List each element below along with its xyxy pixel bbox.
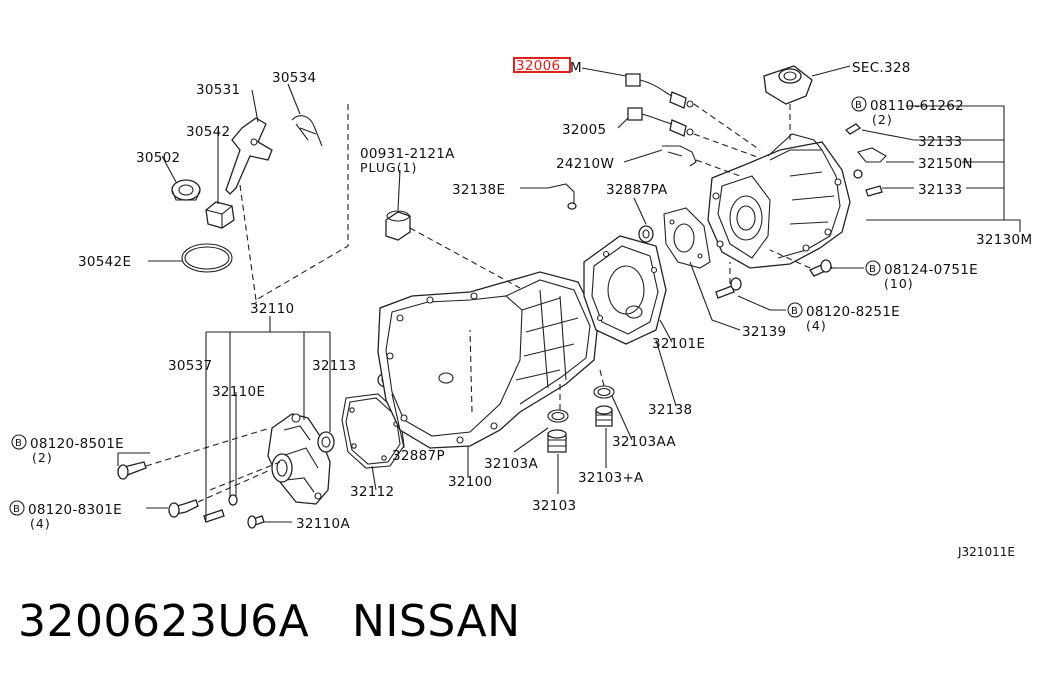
highlight-box xyxy=(513,57,571,73)
bolt-32133-lower xyxy=(865,185,883,197)
sensor-32005 xyxy=(627,107,694,137)
shift-fork-30531 xyxy=(225,117,273,195)
bolt-symbol-3 xyxy=(787,302,803,318)
label-32101E: 32101E xyxy=(652,336,705,352)
shift-fork-30534 xyxy=(291,115,323,147)
washer-32103A xyxy=(547,409,569,423)
label-08110-61262: 08110-61262 xyxy=(870,98,964,114)
bolt-symbol-2 xyxy=(865,260,881,276)
bolt-symbol-4 xyxy=(11,434,27,450)
label-24210W: 24210W xyxy=(556,156,614,172)
label-32113: 32113 xyxy=(312,358,356,374)
label-32138E: 32138E xyxy=(452,182,505,198)
label-32103: 32103 xyxy=(532,498,576,514)
label-30542: 30542 xyxy=(186,124,230,140)
label-08124-0751E: 08124-0751E xyxy=(884,262,978,278)
breather-32138E xyxy=(547,183,577,210)
label-08120-8251E: 08120-8251E xyxy=(806,304,900,320)
gasket-32139 xyxy=(663,207,711,269)
bolt-08120-8251E xyxy=(715,277,742,299)
label-30531: 30531 xyxy=(196,82,240,98)
shift-block-30542 xyxy=(205,201,235,229)
label-08110-qty: (2) xyxy=(872,112,893,127)
label-08124-qty: (10) xyxy=(884,276,914,291)
bolt-symbol-4-text: B xyxy=(15,438,22,449)
drawing-code: J321011E xyxy=(957,545,1015,559)
rear-case-32130M xyxy=(707,133,851,269)
extension-housing-32110 xyxy=(267,413,331,505)
label-32110A: 32110A xyxy=(296,516,350,532)
filler-plug-32103pA xyxy=(595,405,613,427)
sensor-32006M xyxy=(625,73,694,109)
leader-lines xyxy=(117,65,1021,523)
label-32100: 32100 xyxy=(448,474,492,490)
label-32138: 32138 xyxy=(648,402,692,418)
label-32130M: 32130M xyxy=(976,232,1032,248)
label-32133-b: 32133 xyxy=(918,182,962,198)
label-32133-a: 32133 xyxy=(918,134,962,150)
bolt-symbol-1-text: B xyxy=(855,100,862,111)
footer-part-number: 3200623U6A xyxy=(18,596,310,647)
shift-tower-sec328 xyxy=(763,65,813,105)
bolt-symbol-2-text: B xyxy=(869,264,876,275)
label-32110E: 32110E xyxy=(212,384,265,400)
label-30534: 30534 xyxy=(272,70,316,86)
bolt-08124-0751E xyxy=(809,259,833,277)
label-08120-8301E: 08120-8301E xyxy=(28,502,122,518)
bolt-symbol-1 xyxy=(851,96,867,112)
bolt-symbol-5 xyxy=(9,500,25,516)
label-32103AA: 32103AA xyxy=(612,434,676,450)
bracket-32150N xyxy=(853,147,887,179)
label-32112: 32112 xyxy=(350,484,394,500)
bolt-32110A xyxy=(247,515,265,529)
label-32150N: 32150N xyxy=(918,156,973,172)
label-sec-328: SEC.328 xyxy=(852,60,911,76)
label-30537: 30537 xyxy=(168,358,212,374)
label-32103A: 32103A xyxy=(484,456,538,472)
label-32006-highlighted: 32006 xyxy=(516,58,560,74)
label-08120-8501E: 08120-8501E xyxy=(30,436,124,452)
bushing-32887PA xyxy=(638,225,654,243)
label-32110: 32110 xyxy=(250,301,294,317)
label-32006-suffix: M xyxy=(570,60,582,76)
label-32139: 32139 xyxy=(742,324,786,340)
bolt-08120-8501E xyxy=(117,461,147,480)
bolt-08120-8301E xyxy=(168,499,199,518)
bolt-symbol-5-text: B xyxy=(13,504,20,515)
clamp-24210W xyxy=(662,145,697,167)
label-30542E: 30542E xyxy=(78,254,131,270)
label-32887PA: 32887PA xyxy=(606,182,668,198)
bolt-32133-upper xyxy=(844,123,862,135)
washer-32103AA xyxy=(593,385,615,399)
label-32103+A: 32103+A xyxy=(578,470,644,486)
label-32887P: 32887P xyxy=(392,448,445,464)
oil-seal-32113 xyxy=(317,431,335,453)
adapter-plate-32101E xyxy=(583,235,667,345)
label-08120-8301E-qty: (4) xyxy=(30,516,51,531)
bushing-30502 xyxy=(171,179,201,201)
label-08120-8251E-qty: (4) xyxy=(806,318,827,333)
label-30502: 30502 xyxy=(136,150,180,166)
label-plug: PLUG(1) xyxy=(360,160,417,175)
plug-00931-2121A xyxy=(385,210,411,241)
drain-plug-32103 xyxy=(547,429,567,453)
footer-brand: NISSAN xyxy=(352,596,521,647)
label-00931-2121A: 00931-2121A xyxy=(360,146,455,162)
snap-ring-30542E xyxy=(181,243,233,273)
label-08120-8501E-qty: (2) xyxy=(32,450,53,465)
label-32005: 32005 xyxy=(562,122,606,138)
pin-32110E xyxy=(203,494,238,523)
transmission-case-32100 xyxy=(377,271,599,449)
bolt-symbol-3-text: B xyxy=(791,306,798,317)
